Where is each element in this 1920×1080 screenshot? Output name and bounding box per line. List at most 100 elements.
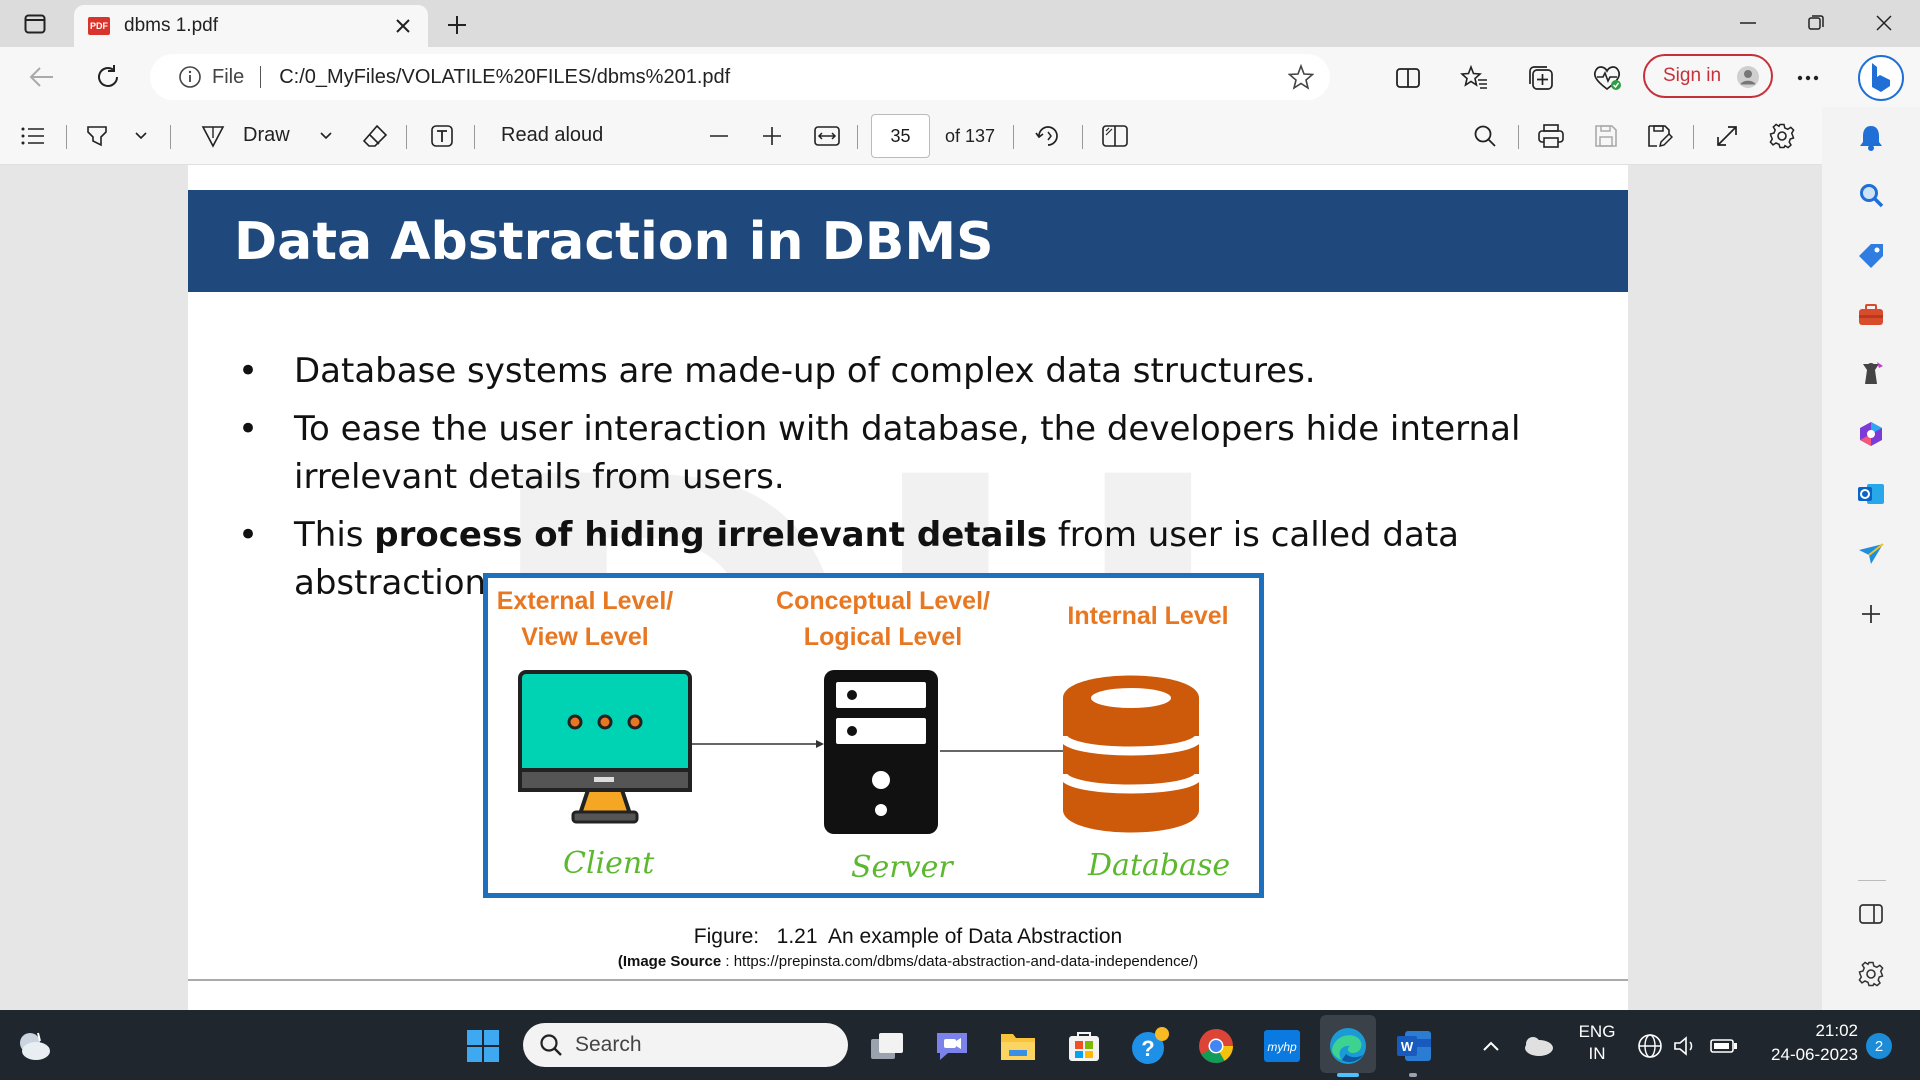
- favorite-star-icon[interactable]: [1288, 64, 1314, 90]
- tab-actions-icon[interactable]: [20, 11, 50, 37]
- external-level-label: External Level/ View Level: [490, 583, 680, 655]
- erase-icon[interactable]: [360, 121, 390, 151]
- title-bar: PDF dbms 1.pdf: [0, 0, 1920, 47]
- split-screen-icon[interactable]: [1392, 62, 1424, 94]
- taskbar-search-box[interactable]: Search: [523, 1023, 848, 1067]
- address-bar[interactable]: File C:/0_MyFiles/VOLATILE%20FILES/dbms%…: [150, 54, 1330, 100]
- contents-list-icon[interactable]: [18, 121, 48, 151]
- more-options-icon[interactable]: [1792, 62, 1824, 94]
- outlook-icon[interactable]: [1854, 477, 1888, 511]
- hide-sidebar-icon[interactable]: [1854, 897, 1888, 931]
- print-icon[interactable]: [1536, 121, 1566, 151]
- new-tab-icon[interactable]: [442, 10, 472, 40]
- file-explorer-icon[interactable]: [997, 1025, 1039, 1067]
- myhp-icon[interactable]: myhp: [1261, 1025, 1303, 1067]
- toolbar-divider: [406, 125, 407, 149]
- teams-chat-icon[interactable]: [931, 1025, 973, 1067]
- task-view-icon[interactable]: [866, 1025, 908, 1067]
- word-icon[interactable]: W: [1393, 1025, 1435, 1067]
- bullet-item: • To ease the user interaction with data…: [238, 405, 1598, 501]
- image-source: (Image Source : https://prepinsta.com/db…: [188, 953, 1628, 970]
- toolbar-divider: [170, 125, 171, 149]
- pdf-settings-gear-icon[interactable]: [1767, 121, 1797, 151]
- highlight-icon[interactable]: [82, 121, 112, 151]
- windows-start-icon[interactable]: [462, 1025, 504, 1067]
- toolbar-divider: [857, 125, 858, 149]
- file-label: File: [212, 65, 245, 88]
- save-as-icon[interactable]: [1645, 121, 1675, 151]
- network-globe-icon[interactable]: [1629, 1025, 1671, 1067]
- shopping-tag-icon[interactable]: [1854, 238, 1888, 272]
- add-sidebar-app-icon[interactable]: [1854, 597, 1888, 631]
- highlight-dropdown-chevron-icon[interactable]: [126, 121, 156, 151]
- microsoft-365-icon[interactable]: [1854, 417, 1888, 451]
- add-text-icon[interactable]: [427, 121, 457, 151]
- fit-to-width-icon[interactable]: [812, 121, 842, 151]
- page-number-input[interactable]: 35: [871, 114, 930, 158]
- full-screen-icon[interactable]: [1712, 121, 1742, 151]
- taskbar-search-icon: [540, 1034, 562, 1056]
- bullet-marker: •: [238, 515, 259, 555]
- sidebar-divider: [1858, 880, 1886, 881]
- zoom-out-icon[interactable]: [704, 121, 734, 151]
- bing-copilot-icon[interactable]: [1856, 53, 1906, 103]
- draw-dropdown-chevron-icon[interactable]: [311, 121, 341, 151]
- zoom-in-icon[interactable]: [757, 121, 787, 151]
- browser-essentials-icon[interactable]: [1591, 62, 1623, 94]
- pdf-viewer[interactable]: Data Abstraction in DBMS DU • Database s…: [0, 165, 1818, 1010]
- close-window-icon[interactable]: [1864, 8, 1904, 38]
- read-aloud-button[interactable]: Read aloud: [501, 124, 604, 146]
- favorites-icon[interactable]: [1458, 62, 1490, 94]
- rotate-icon[interactable]: [1033, 121, 1063, 151]
- toolbar-divider: [1518, 125, 1519, 149]
- send-drop-icon[interactable]: [1854, 537, 1888, 571]
- word-running-indicator: [1409, 1073, 1417, 1077]
- sidebar-settings-gear-icon[interactable]: [1854, 957, 1888, 991]
- save-icon[interactable]: [1591, 121, 1621, 151]
- close-tab-icon[interactable]: [392, 15, 414, 37]
- database-icon: [1061, 675, 1201, 833]
- bullet-marker: •: [238, 351, 259, 391]
- client-caption: Client: [563, 846, 655, 881]
- sign-in-button[interactable]: Sign in: [1643, 54, 1773, 98]
- weather-widget-icon[interactable]: [12, 1025, 54, 1067]
- volume-icon[interactable]: [1664, 1025, 1706, 1067]
- clock[interactable]: 21:02 24-06-2023: [1756, 1021, 1858, 1065]
- sign-in-label: Sign in: [1663, 65, 1722, 86]
- info-icon[interactable]: [178, 65, 202, 89]
- draw-button[interactable]: Draw: [243, 124, 290, 146]
- windows-taskbar: Search ? myhp W ENG IN: [0, 1010, 1920, 1080]
- language-line2: IN: [1588, 1044, 1606, 1063]
- collections-icon[interactable]: [1525, 62, 1557, 94]
- notification-count-badge[interactable]: 2: [1866, 1033, 1892, 1059]
- pdf-page: Data Abstraction in DBMS DU • Database s…: [188, 165, 1628, 1010]
- draw-icon[interactable]: [198, 121, 228, 151]
- get-help-icon[interactable]: ?: [1129, 1025, 1171, 1067]
- image-source-label: (Image Source: [617, 953, 722, 970]
- battery-icon[interactable]: [1703, 1025, 1745, 1067]
- page-view-icon[interactable]: [1100, 121, 1130, 151]
- sidebar-search-icon[interactable]: [1854, 178, 1888, 212]
- image-source-url[interactable]: : https://prepinsta.com/dbms/data-abstra…: [721, 953, 1199, 970]
- minimize-icon[interactable]: [1728, 8, 1768, 38]
- chrome-icon[interactable]: [1195, 1025, 1237, 1067]
- onedrive-weather-tray-icon[interactable]: [1517, 1025, 1559, 1067]
- find-icon[interactable]: [1470, 121, 1500, 151]
- tools-briefcase-icon[interactable]: [1854, 298, 1888, 332]
- microsoft-store-icon[interactable]: [1063, 1025, 1105, 1067]
- bullet-text: irrelevant details from users.: [294, 457, 785, 497]
- url-text[interactable]: C:/0_MyFiles/VOLATILE%20FILES/dbms%201.p…: [279, 65, 731, 88]
- notifications-bell-icon[interactable]: [1854, 121, 1888, 155]
- restore-icon[interactable]: [1796, 8, 1836, 38]
- client-monitor-icon: [518, 670, 692, 824]
- conceptual-level-label: Conceptual Level/ Logical Level: [763, 583, 1003, 655]
- refresh-icon[interactable]: [90, 59, 126, 95]
- games-icon[interactable]: [1854, 357, 1888, 391]
- address-divider: [260, 66, 262, 88]
- edge-browser-icon[interactable]: [1327, 1025, 1369, 1067]
- show-hidden-icons-chevron-icon[interactable]: [1470, 1025, 1512, 1067]
- language-indicator[interactable]: ENG IN: [1572, 1022, 1622, 1064]
- back-icon[interactable]: [24, 59, 60, 95]
- tab-active[interactable]: PDF dbms 1.pdf: [74, 5, 428, 47]
- clock-date: 24-06-2023: [1771, 1045, 1858, 1064]
